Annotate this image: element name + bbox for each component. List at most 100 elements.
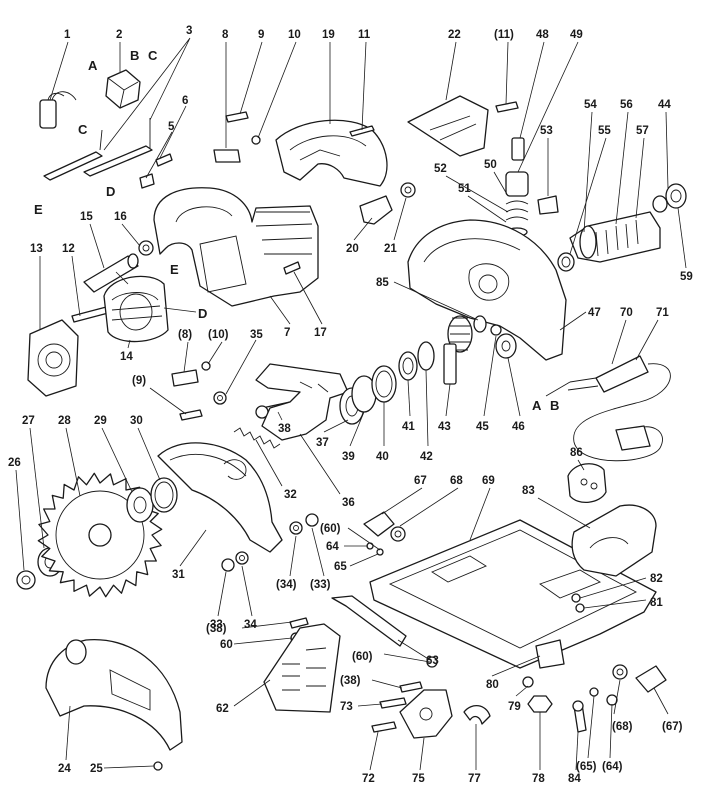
part-screw-33	[221, 558, 235, 572]
part-screw-25	[153, 761, 163, 771]
label-72: 72	[362, 773, 375, 785]
label-68: 68	[450, 475, 463, 487]
label-45: 45	[476, 421, 489, 433]
part-flange-29	[126, 487, 154, 523]
label-26: 26	[8, 457, 21, 469]
label-22: 22	[448, 29, 461, 41]
part-bolt-84	[572, 700, 587, 733]
label-32: 32	[284, 489, 297, 501]
part-screw-48	[511, 137, 525, 161]
label-b2: B	[550, 398, 559, 413]
part-washer-34	[235, 551, 249, 565]
label-59: 59	[680, 271, 693, 283]
part-gear	[443, 315, 473, 385]
label-60-ref: (60)	[320, 523, 341, 535]
part-knob-67	[363, 511, 395, 537]
label-d2: D	[198, 306, 207, 321]
part-bracket-53	[537, 195, 559, 215]
label-83: 83	[522, 485, 535, 497]
label-9: 9	[258, 29, 264, 41]
label-38-ref: (38)	[206, 623, 227, 635]
part-motor-housing	[153, 187, 319, 307]
part-washer-85	[473, 315, 487, 333]
part-brush-9	[225, 111, 249, 123]
part-washer-16	[138, 240, 154, 256]
part-bracket-80	[535, 639, 565, 669]
part-screw-81	[575, 603, 585, 613]
label-38-ref2: (38)	[340, 675, 361, 687]
label-35: 35	[250, 329, 263, 341]
label-70: 70	[620, 307, 633, 319]
label-50: 50	[484, 159, 497, 171]
label-86: 86	[570, 447, 583, 459]
label-10-ref: (10)	[208, 329, 229, 341]
label-48: 48	[536, 29, 549, 41]
part-labels: 1 2 3 A B C C 6 5 D E 8 9 10 19 11 22 (1…	[8, 25, 693, 785]
label-40: 40	[376, 451, 389, 463]
label-80: 80	[486, 679, 499, 691]
label-30: 30	[130, 415, 143, 427]
label-68-ref: (68)	[612, 721, 633, 733]
part-plug	[567, 463, 607, 503]
label-42: 42	[420, 451, 433, 463]
part-screw-6	[155, 153, 173, 167]
label-17: 17	[314, 327, 327, 339]
label-7: 7	[284, 327, 290, 339]
label-20: 20	[346, 243, 359, 255]
label-64: 64	[326, 541, 339, 553]
part-screw-33b	[305, 513, 319, 527]
part-screw-21	[400, 182, 416, 198]
label-d1: D	[106, 184, 115, 199]
label-63: 63	[426, 655, 439, 667]
label-79: 79	[508, 701, 521, 713]
part-screw-11b	[495, 101, 519, 113]
label-39: 39	[342, 451, 355, 463]
label-82: 82	[650, 573, 663, 585]
part-bracket-75	[399, 689, 453, 739]
label-15: 15	[80, 211, 93, 223]
label-57: 57	[636, 125, 649, 137]
part-bush-15	[83, 253, 139, 293]
label-29: 29	[94, 415, 107, 427]
label-49: 49	[570, 29, 583, 41]
label-33: 33	[210, 619, 223, 631]
part-clip-5	[139, 173, 155, 189]
part-ring-41	[398, 351, 418, 381]
part-nut-79	[522, 676, 534, 688]
label-a2: A	[532, 398, 542, 413]
label-10: 10	[288, 29, 301, 41]
label-e2: E	[170, 262, 179, 277]
label-56: 56	[620, 99, 633, 111]
label-54: 54	[584, 99, 597, 111]
label-31: 31	[172, 569, 185, 581]
label-5: 5	[168, 121, 175, 133]
part-lower-guard	[157, 442, 283, 553]
part-knob-67b	[635, 665, 667, 693]
part-washer-65b	[589, 687, 599, 697]
part-screw-35	[213, 391, 227, 405]
part-lever-20	[359, 195, 393, 225]
part-motor-cover	[275, 119, 388, 187]
part-brush-holder-8	[213, 149, 241, 163]
part-bearing-59	[652, 183, 687, 213]
label-34: 34	[244, 619, 257, 631]
part-power-cable	[567, 355, 671, 462]
label-34-ref: (34)	[276, 579, 297, 591]
label-37: 37	[316, 437, 329, 449]
label-67: 67	[414, 475, 427, 487]
label-8: 8	[222, 29, 229, 41]
part-ring-40	[371, 365, 397, 403]
label-60: 60	[220, 639, 233, 651]
label-8-ref: (8)	[178, 329, 192, 341]
part-washer-68b	[612, 664, 628, 680]
label-47: 47	[588, 307, 601, 319]
part-cable-leads	[43, 118, 153, 181]
label-14: 14	[120, 351, 133, 363]
part-screw-38c	[399, 681, 423, 693]
label-41: 41	[402, 421, 415, 433]
label-43: 43	[438, 421, 451, 433]
label-11-ref: (11)	[494, 29, 514, 41]
label-71: 71	[656, 307, 669, 319]
part-plate-36	[255, 363, 349, 441]
part-screw-82	[571, 593, 581, 603]
